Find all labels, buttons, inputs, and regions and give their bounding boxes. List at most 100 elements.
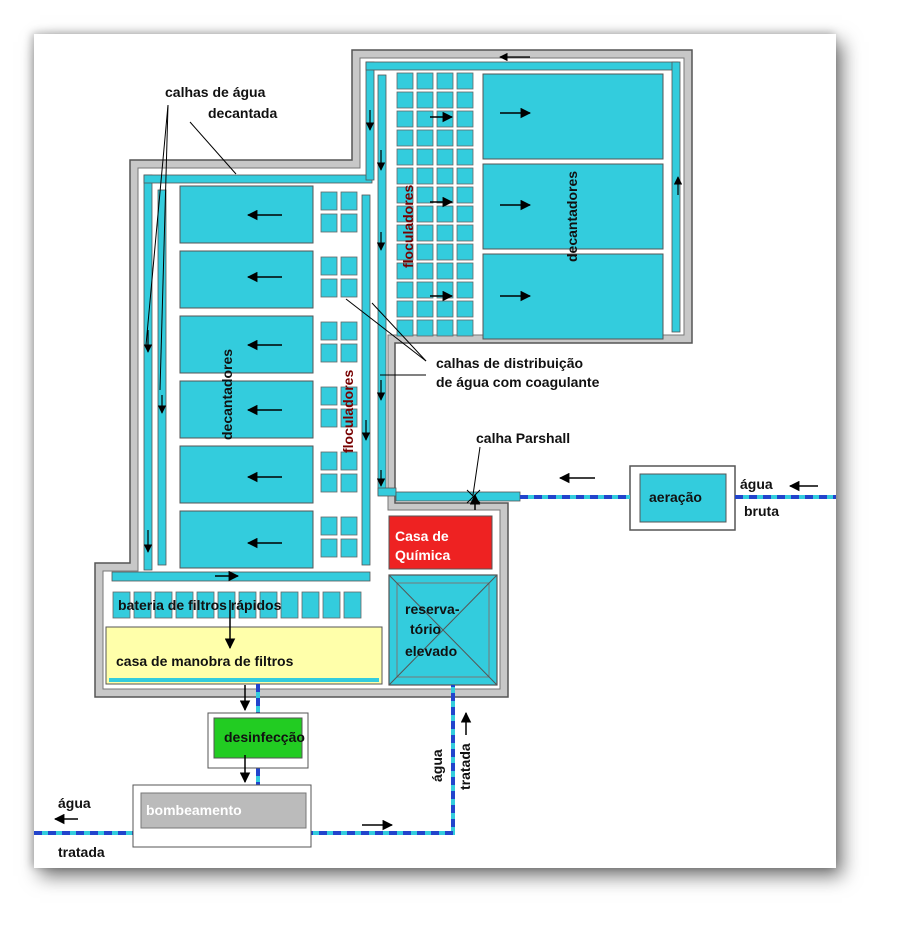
flocculator-cell <box>396 186 414 204</box>
decantadores-right-block <box>482 73 664 340</box>
label-agua-tratada-left-1: água <box>58 795 91 811</box>
label-calhas-decantada-1: calhas de água <box>165 84 266 100</box>
casa-de-quimica <box>388 515 493 570</box>
water-treatment-plant-diagram: calhas de água decantada decantadores de… <box>34 49 836 860</box>
label-agua-tratada-vert-2: tratada <box>457 743 473 790</box>
flocculator-cell <box>396 167 414 185</box>
label-floculadores-left: floculadores <box>340 370 356 453</box>
flocculator-cell <box>396 129 414 147</box>
flocculator-cell <box>320 278 338 298</box>
flocculator-cell <box>436 91 454 109</box>
flow-arrows-vertical <box>143 52 683 553</box>
label-agua-bruta-1: água <box>740 476 773 492</box>
flocculator-cell <box>456 300 474 318</box>
floculadores-right-grid <box>396 72 474 337</box>
filter-cell <box>280 591 299 619</box>
label-floculadores-right: floculadores <box>400 185 416 268</box>
flocculator-cell <box>436 72 454 90</box>
flocculator-cell <box>416 91 434 109</box>
filter-cell <box>322 591 341 619</box>
flocculator-cell <box>416 129 434 147</box>
filter-cell <box>196 591 215 619</box>
flocculator-cell <box>340 408 358 428</box>
flocculator-cell <box>436 300 454 318</box>
flocculator-cell <box>340 386 358 406</box>
flocculator-cell <box>456 319 474 337</box>
arrows-right-floc <box>430 111 454 302</box>
calhas-agua-decantada <box>111 61 681 582</box>
reservatorio-elevado <box>388 574 498 686</box>
flocculator-cell <box>456 224 474 242</box>
bateria-filtros <box>112 591 362 619</box>
flocculator-cell <box>340 278 358 298</box>
filter-cell <box>154 591 173 619</box>
flocculator-cell <box>456 167 474 185</box>
flocculator-cell <box>436 205 454 223</box>
arrows-left-decanters <box>246 209 282 549</box>
label-bombeamento: bombeamento <box>146 802 242 818</box>
label-desinfeccao: desinfecção <box>224 729 305 745</box>
flocculator-cell <box>456 91 474 109</box>
flocculator-cell <box>396 281 414 299</box>
flocculator-cell <box>416 167 434 185</box>
label-decantadores-left: decantadores <box>219 349 235 440</box>
leader-lines <box>145 104 481 496</box>
aeracao-box <box>639 473 727 523</box>
flocculator-cell <box>436 186 454 204</box>
label-bateria-filtros: bateria de filtros rápidos <box>118 597 282 613</box>
diagram-frame: calhas de água decantada decantadores de… <box>34 34 836 868</box>
label-agua-bruta-2: bruta <box>744 503 779 519</box>
flocculator-cell <box>320 386 338 406</box>
flocculator-cell <box>320 408 338 428</box>
label-calha-parshall: calha Parshall <box>476 430 570 446</box>
flocculator-cell <box>396 224 414 242</box>
label-casa-quimica-1: Casa de <box>395 528 449 544</box>
label-reservatorio-3: elevado <box>405 643 457 659</box>
label-calhas-distribuicao-1: calhas de distribuição <box>436 355 583 371</box>
flocculator-cell <box>320 538 338 558</box>
filter-cell <box>133 591 152 619</box>
flocculator-cell <box>436 224 454 242</box>
desinfeccao-box <box>213 717 303 759</box>
flocculator-cell <box>340 343 358 363</box>
flocculator-cell <box>340 256 358 276</box>
flocculator-cell <box>320 473 338 493</box>
flocculator-cell <box>396 300 414 318</box>
calha-parshall <box>395 489 521 504</box>
label-aeracao: aeração <box>649 489 702 505</box>
flocculator-cell <box>340 516 358 536</box>
flocculator-cell <box>416 319 434 337</box>
flocculator-cell <box>416 72 434 90</box>
flocculator-cell <box>416 300 434 318</box>
filter-cell <box>301 591 320 619</box>
flocculator-cell <box>396 205 414 223</box>
flocculator-cell <box>396 148 414 166</box>
flocculator-cell <box>416 205 434 223</box>
filter-cell <box>259 591 278 619</box>
flocculator-cell <box>456 72 474 90</box>
floculadores-left-grid <box>320 191 358 558</box>
flocculator-cell <box>340 321 358 341</box>
flocculator-cell <box>396 110 414 128</box>
bombeamento-box <box>140 792 307 829</box>
label-agua-tratada-vert-1: água <box>429 749 445 782</box>
flocculator-cell <box>456 186 474 204</box>
filter-cell <box>238 591 257 619</box>
flocculator-cell <box>436 110 454 128</box>
label-reservatorio-1: reserva- <box>405 601 460 617</box>
arrows-right-decanters <box>500 107 532 302</box>
label-calhas-distribuicao-2: de água com coagulante <box>436 374 600 390</box>
casa-manobra-water-line <box>109 678 379 682</box>
label-decantadores-right: decantadores <box>564 171 580 262</box>
flocculator-cell <box>416 186 434 204</box>
calhas-distribuicao <box>361 74 397 566</box>
flocculator-cell <box>416 110 434 128</box>
label-reservatorio-2: tório <box>410 621 441 637</box>
flocculator-cell <box>456 243 474 261</box>
flocculator-cell <box>456 205 474 223</box>
flocculator-cell <box>320 256 338 276</box>
flocculator-cell <box>396 243 414 261</box>
flocculator-cell <box>320 516 338 536</box>
flocculator-cell <box>320 343 338 363</box>
filter-cell <box>343 591 362 619</box>
